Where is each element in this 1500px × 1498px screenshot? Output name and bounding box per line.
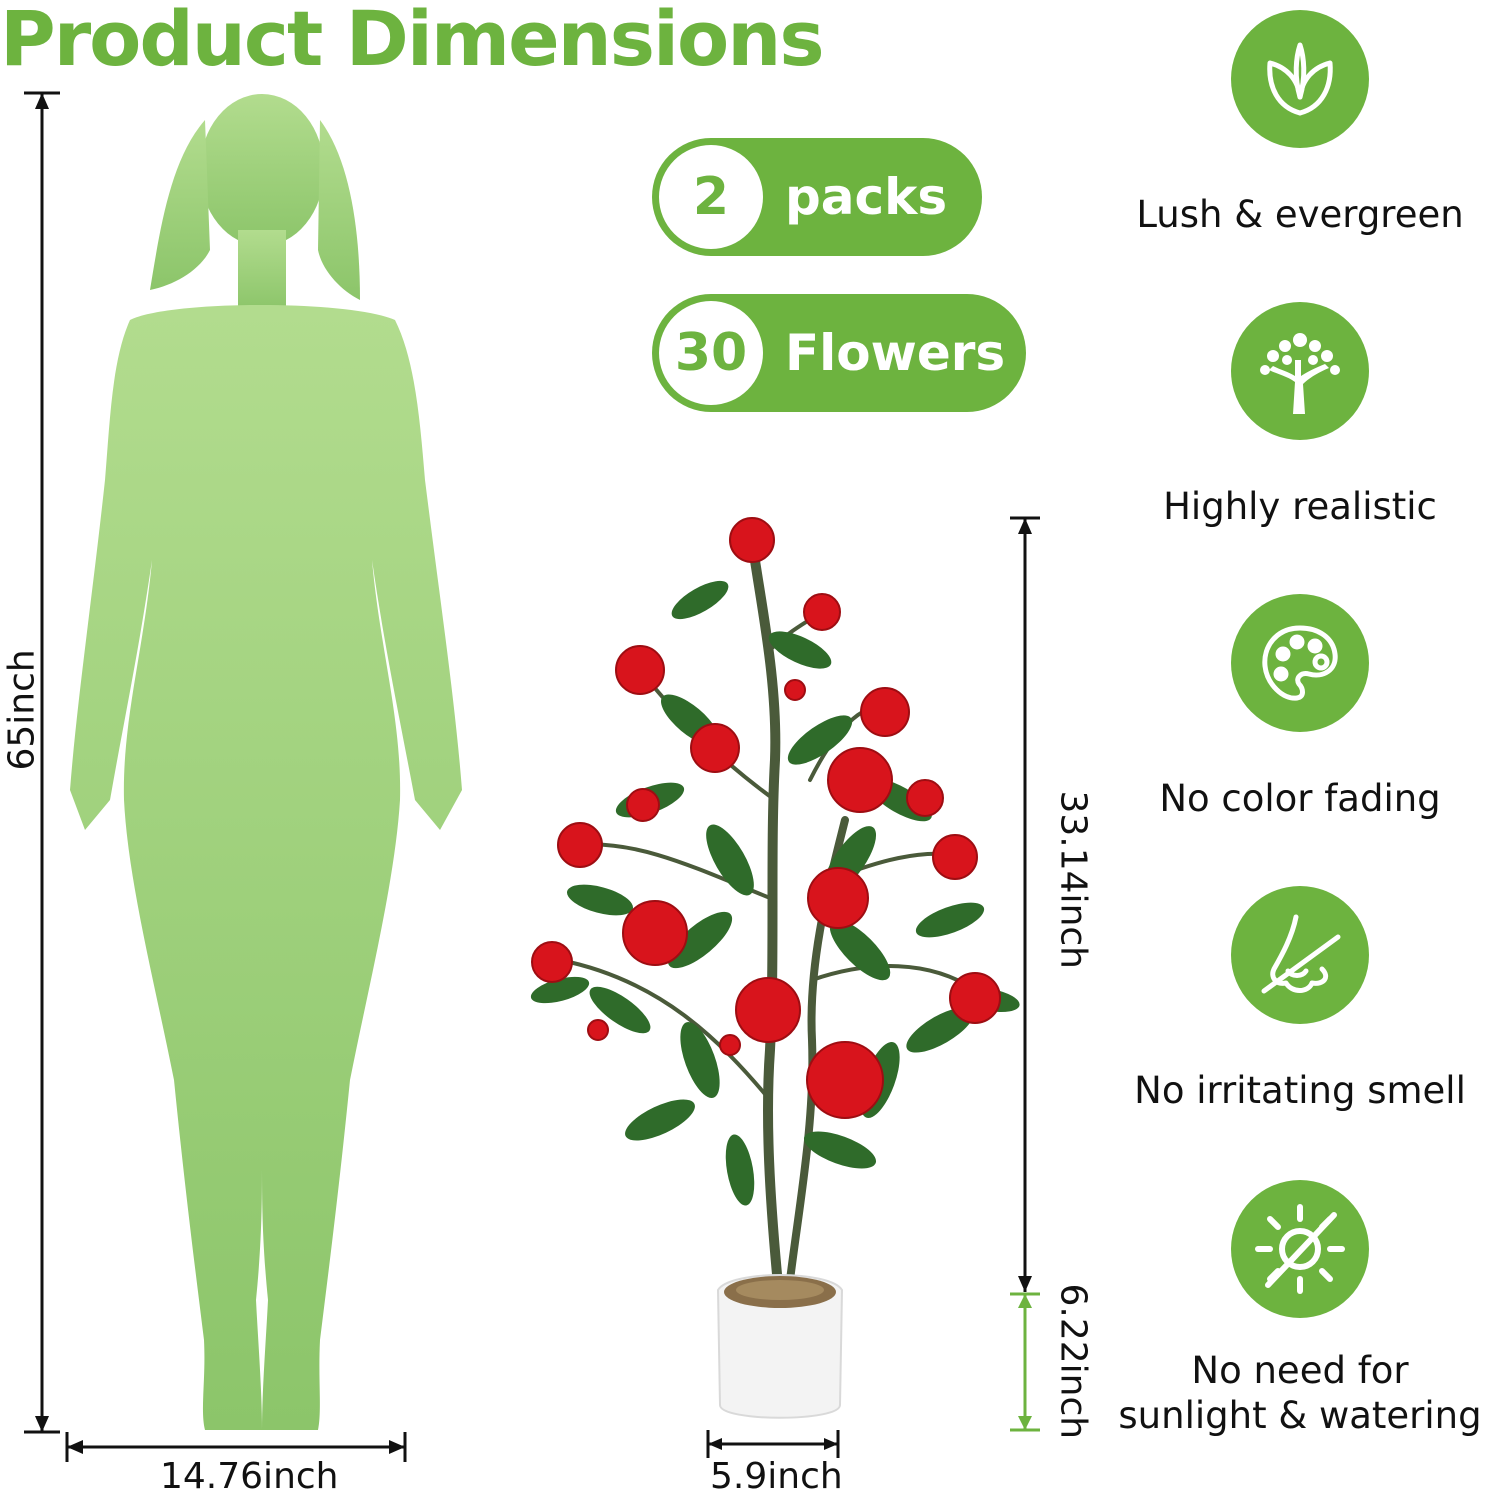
feature-sunlight-line2: sunlight & watering: [1118, 1394, 1482, 1438]
plant-flowers: [531, 517, 1001, 1119]
feature-color: No color fading: [1110, 594, 1490, 821]
no-smell-icon: [1231, 886, 1369, 1024]
plant-height-label: 33.14inch: [1052, 790, 1094, 970]
feature-realistic-label: Highly realistic: [1163, 485, 1437, 528]
tree-icon: [1231, 302, 1369, 440]
packs-count: 2: [659, 145, 763, 249]
person-height-label: 65inch: [1, 649, 43, 771]
plant-pot: [716, 1274, 844, 1419]
packs-label: packs: [785, 168, 948, 226]
no-sun-icon: [1231, 1180, 1369, 1318]
feature-lush-label: Lush & evergreen: [1136, 193, 1464, 236]
plant-height-line: [1010, 516, 1040, 1292]
feature-sunlight-label: No need for sunlight & watering: [1110, 1348, 1490, 1438]
packs-pill: 2 packs: [652, 138, 982, 256]
pot-height-label: 6.22inch: [1052, 1283, 1094, 1440]
feature-smell: No irritating smell: [1110, 886, 1490, 1113]
person-width-label: 14.76inch: [160, 1456, 339, 1497]
person-width-line: [65, 1432, 407, 1462]
feature-sunlight-line1: No need for: [1191, 1349, 1409, 1392]
person-silhouette: [70, 94, 462, 1430]
feature-realistic: Highly realistic: [1110, 302, 1490, 529]
pot-height-line: [1010, 1292, 1040, 1432]
feature-sunlight: No need for sunlight & watering: [1110, 1180, 1490, 1438]
pot-width-label: 5.9inch: [710, 1456, 843, 1497]
feature-smell-label: No irritating smell: [1134, 1069, 1466, 1112]
flowers-count: 30: [659, 301, 763, 405]
palette-icon: [1231, 594, 1369, 732]
leaf-icon: [1231, 10, 1369, 148]
feature-lush: Lush & evergreen: [1110, 10, 1490, 237]
feature-color-label: No color fading: [1159, 777, 1441, 820]
pot-width-line: [706, 1430, 840, 1458]
person-height-line: [24, 91, 60, 1434]
page-title: Product Dimensions: [0, 0, 825, 83]
flowers-label: Flowers: [785, 324, 1006, 382]
flowers-pill: 30 Flowers: [652, 294, 1026, 412]
